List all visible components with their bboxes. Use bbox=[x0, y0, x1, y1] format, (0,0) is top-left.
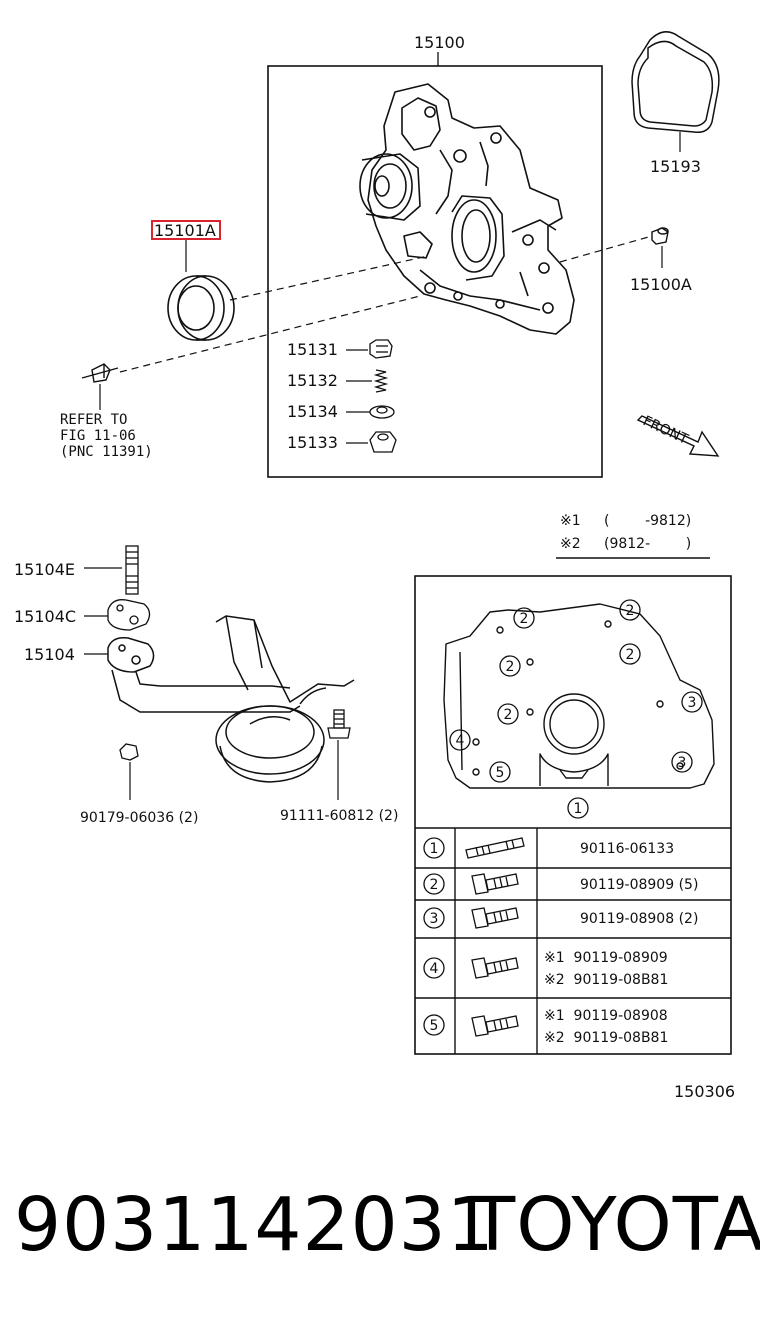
label-15101A[interactable]: 15101A bbox=[154, 221, 216, 240]
bolt-position-frame bbox=[414, 575, 732, 1055]
callout-2b: 2 bbox=[626, 603, 635, 619]
alignment-line-pin bbox=[559, 235, 653, 263]
label-91111-60812[interactable]: 91111-60812 (2) bbox=[280, 808, 398, 824]
callout-2e: 2 bbox=[504, 707, 513, 723]
pump-outline-view bbox=[443, 603, 715, 789]
row2-part[interactable]: 90119-08909 (5) bbox=[580, 877, 698, 893]
brand-name: TOYOTA bbox=[470, 1182, 760, 1268]
oil-pump-body bbox=[359, 83, 575, 335]
stud-bolt bbox=[125, 545, 139, 595]
row5-number: 5 bbox=[430, 1018, 439, 1034]
callout-3a: 3 bbox=[688, 695, 697, 711]
row3-part[interactable]: 90119-08908 (2) bbox=[580, 911, 698, 927]
legend-1-mark: ※1 bbox=[560, 513, 581, 529]
stud-bolt-icon bbox=[465, 837, 525, 859]
pin-15100a bbox=[651, 227, 669, 245]
flange-bolt-icon-2 bbox=[471, 873, 519, 895]
callout-5: 5 bbox=[496, 765, 505, 781]
label-15100[interactable]: 15100 bbox=[414, 33, 465, 52]
legend-1-range: ( -9812) bbox=[604, 513, 691, 529]
label-15133[interactable]: 15133 bbox=[287, 433, 338, 452]
label-15131[interactable]: 15131 bbox=[287, 340, 338, 359]
callout-4: 4 bbox=[456, 733, 465, 749]
refer-text-line3: (PNC 11391) bbox=[60, 444, 153, 460]
label-15193[interactable]: 15193 bbox=[650, 157, 701, 176]
row3-number: 3 bbox=[430, 911, 439, 927]
front-label: FRONT bbox=[640, 413, 691, 448]
relief-valve bbox=[369, 431, 397, 453]
callout-1: 1 bbox=[574, 801, 583, 817]
bolt-table-grid bbox=[415, 827, 731, 1054]
row5-number-marker bbox=[423, 1014, 445, 1036]
label-15134[interactable]: 15134 bbox=[287, 402, 338, 421]
oil-strainer bbox=[107, 615, 355, 783]
callout-2c: 2 bbox=[506, 659, 515, 675]
reference-bolt bbox=[81, 363, 119, 383]
callout-markers bbox=[449, 599, 703, 819]
row1-part[interactable]: 90116-06133 bbox=[580, 841, 674, 857]
row1-number-marker bbox=[423, 837, 445, 859]
label-15132[interactable]: 15132 bbox=[287, 371, 338, 390]
oring-gasket bbox=[631, 31, 720, 134]
highlight-box bbox=[151, 220, 221, 240]
row4-part-2[interactable]: ※2 90119-08B81 bbox=[544, 972, 668, 988]
relief-plug bbox=[369, 339, 393, 359]
figure-number: 150306 bbox=[674, 1082, 735, 1101]
label-15104[interactable]: 15104 bbox=[24, 645, 75, 664]
oil-seal bbox=[167, 275, 235, 341]
row2-number-marker bbox=[423, 873, 445, 895]
callout-3b: 3 bbox=[678, 755, 687, 771]
row1-number: 1 bbox=[430, 841, 439, 857]
refer-text-line1: REFER TO bbox=[60, 412, 127, 428]
label-15100A[interactable]: 15100A bbox=[630, 275, 692, 294]
row5-part-2[interactable]: ※2 90119-08B81 bbox=[544, 1030, 668, 1046]
flange-nut bbox=[119, 743, 139, 761]
main-assembly-frame bbox=[267, 65, 603, 478]
relief-spring bbox=[373, 369, 389, 393]
row4-number: 4 bbox=[430, 961, 439, 977]
row5-part-1[interactable]: ※1 90119-08908 bbox=[544, 1008, 668, 1024]
flange-bolt-icon-4 bbox=[471, 957, 519, 979]
row3-number-marker bbox=[423, 907, 445, 929]
callout-2d: 2 bbox=[626, 647, 635, 663]
relief-washer bbox=[369, 405, 395, 419]
flange-bolt-icon-3 bbox=[471, 907, 519, 929]
row4-part-1[interactable]: ※1 90119-08909 bbox=[544, 950, 668, 966]
row4-number-marker bbox=[423, 957, 445, 979]
front-arrow-icon bbox=[636, 415, 720, 457]
flange-bolt-icon-5 bbox=[471, 1015, 519, 1037]
legend-2-range: (9812- ) bbox=[604, 536, 691, 552]
strainer-gasket bbox=[107, 599, 151, 631]
legend-2-mark: ※2 bbox=[560, 536, 581, 552]
label-15104E[interactable]: 15104E bbox=[14, 560, 75, 579]
refer-text-line2: FIG 11-06 bbox=[60, 428, 136, 444]
label-15104C[interactable]: 15104C bbox=[14, 607, 76, 626]
label-90179-06036[interactable]: 90179-06036 (2) bbox=[80, 810, 198, 826]
flange-bolt bbox=[327, 709, 351, 739]
alignment-line-upper bbox=[229, 255, 429, 301]
alignment-line-lower bbox=[119, 295, 421, 373]
part-number: 9031142031 bbox=[14, 1182, 495, 1268]
row2-number: 2 bbox=[430, 877, 439, 893]
callout-2a: 2 bbox=[520, 611, 529, 627]
